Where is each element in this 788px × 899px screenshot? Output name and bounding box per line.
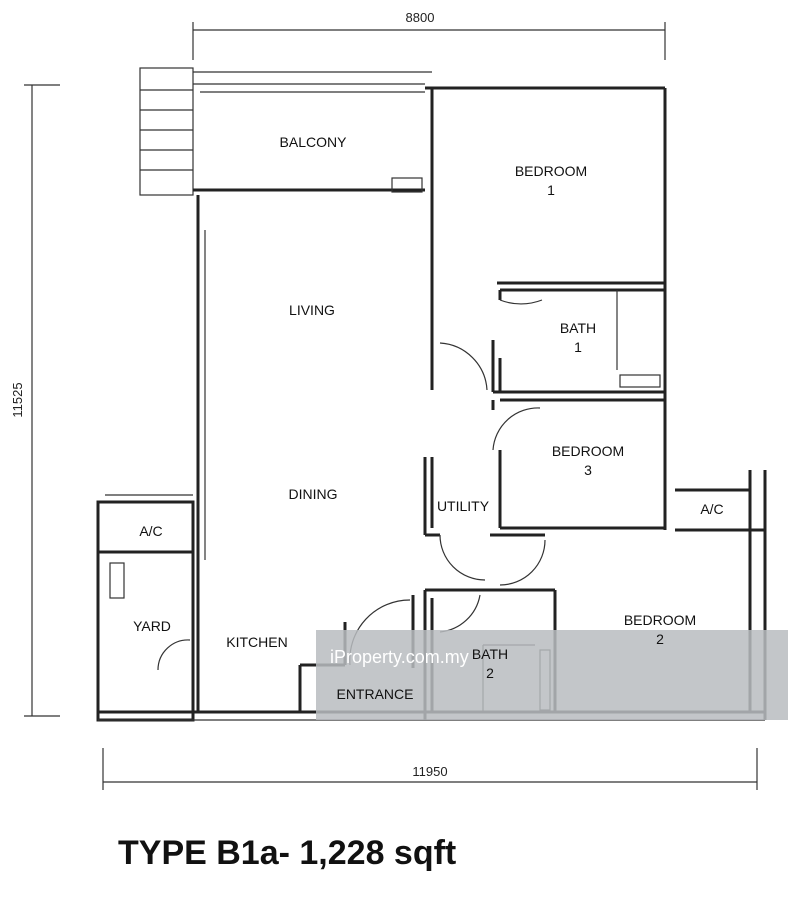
- room-bedroom1: BEDROOM: [515, 163, 587, 179]
- room-bedroom1-number: 1: [547, 182, 555, 198]
- svg-text:11950: 11950: [412, 764, 447, 779]
- room-bedroom2-number: 2: [656, 631, 664, 647]
- room-utility: UTILITY: [437, 498, 490, 514]
- room-ac-right: A/C: [700, 501, 723, 517]
- room-dining: DINING: [289, 486, 338, 502]
- room-bath2-number: 2: [486, 665, 494, 681]
- room-balcony: BALCONY: [280, 134, 348, 150]
- unit-type-title: TYPE B1a- 1,228 sqft: [118, 834, 457, 872]
- room-bedroom2: BEDROOM: [624, 612, 696, 628]
- room-bedroom3: BEDROOM: [552, 443, 624, 459]
- dimension-left: 11525: [10, 84, 60, 717]
- room-bath1: BATH: [560, 320, 596, 336]
- svg-text:11525: 11525: [10, 382, 25, 417]
- room-bath1-number: 1: [574, 339, 582, 355]
- room-bedroom3-number: 3: [584, 462, 592, 478]
- room-yard: YARD: [133, 618, 171, 634]
- room-ac-left: A/C: [139, 523, 162, 539]
- room-bath2: BATH: [472, 646, 508, 662]
- room-entrance: ENTRANCE: [336, 686, 413, 702]
- room-kitchen: KITCHEN: [226, 634, 287, 650]
- room-living: LIVING: [289, 302, 335, 318]
- dimension-bottom: 11950: [102, 748, 758, 790]
- watermark-band: [316, 630, 788, 720]
- watermark-logo: iProperty.com.my: [330, 647, 469, 667]
- dimension-top: 8800: [192, 10, 666, 60]
- svg-text:8800: 8800: [406, 10, 435, 25]
